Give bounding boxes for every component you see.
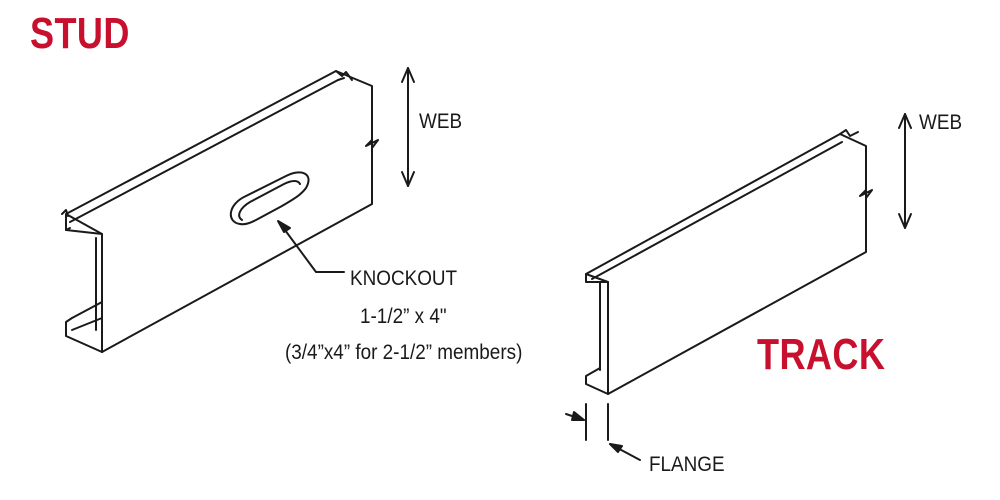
knockout-size-label: 1-1/2” x 4" — [360, 305, 447, 328]
stud-web-face — [66, 71, 372, 352]
stud-drawing — [62, 71, 378, 352]
track-web-dimension — [899, 114, 911, 228]
knockout-leader — [278, 221, 344, 272]
knockout-label: KNOCKOUT — [350, 267, 458, 290]
knockout-note-label: (3/4”x4” for 2-1/2” members) — [285, 341, 523, 364]
track-break-mark-side — [860, 190, 872, 198]
track-drawing — [586, 130, 872, 394]
track-bottom-flange — [586, 368, 608, 394]
track-web-label: WEB — [919, 111, 963, 134]
stud-break-mark-side — [366, 140, 378, 148]
stud-web-dimension — [402, 68, 414, 186]
flange-label: FLANGE — [649, 453, 725, 476]
stud-web-label: WEB — [419, 110, 463, 133]
stud-bottom-flange — [66, 318, 102, 352]
track-title: TRACK — [757, 330, 886, 379]
flange-dimension — [566, 404, 640, 460]
stud-title: STUD — [30, 9, 130, 58]
stud-knockout-slot — [231, 172, 309, 224]
stud-break-mark-top — [336, 71, 352, 80]
track-break-mark-top — [840, 130, 858, 136]
